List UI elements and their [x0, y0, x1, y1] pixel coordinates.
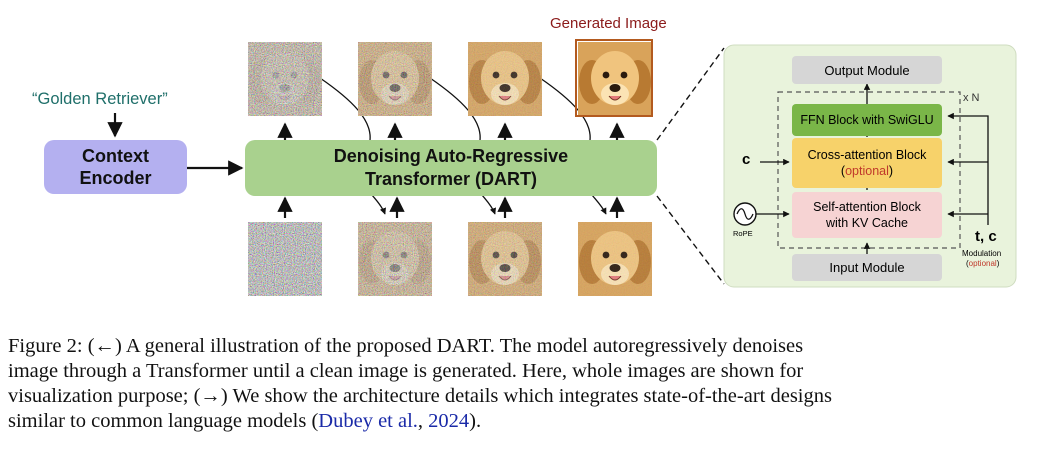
golden-retriever-icon: [358, 222, 432, 296]
repeat-block-region: [777, 91, 961, 249]
caption-line-4-prefix: similar to common language models (: [8, 410, 319, 432]
generated-image-label: Generated Image: [550, 15, 667, 32]
input-module-box: Input Module: [792, 254, 942, 281]
cross-attention-box: Cross-attention Block (optional): [792, 138, 942, 188]
self-attention-label: Self-attention Block: [813, 200, 921, 214]
dart-label-line2: Transformer (DART): [364, 169, 538, 189]
caption-line-1: Figure 2: (←) A general illustration of …: [8, 335, 804, 357]
golden-retriever-icon: [468, 222, 542, 296]
bottom-image-1: [248, 222, 322, 296]
citation-author[interactable]: Dubey et al.: [318, 410, 418, 432]
cross-attention-optional: optional: [845, 164, 889, 178]
citation-year[interactable]: 2024: [428, 410, 470, 432]
self-attention-label-2: with KV Cache: [826, 216, 908, 230]
context-encoder-box: Context Encoder: [44, 140, 187, 194]
bottom-image-3: [468, 222, 542, 296]
cross-attention-optional-wrap: (optional): [840, 164, 894, 178]
rope-label: RoPE: [733, 229, 753, 238]
output-module-box: Output Module: [792, 56, 942, 84]
top-image-1: [248, 42, 322, 116]
caption-line-4: similar to common language models (Dubey…: [8, 409, 1053, 434]
repeat-label: x N: [963, 92, 980, 104]
modulation-optional: optional: [968, 259, 997, 268]
caption-line-3: visualization purpose; (→) We show the a…: [8, 385, 832, 407]
caption-line-2: image through a Transformer until a clea…: [8, 360, 804, 382]
ffn-block-box: FFN Block with SwiGLU: [792, 104, 942, 136]
dart-label-line1: Denoising Auto-Regressive: [333, 146, 569, 166]
dart-to-image-arrows: [277, 122, 625, 140]
top-image-4: [578, 42, 652, 116]
bottom-image-4: [578, 222, 652, 296]
top-image-3: [468, 42, 542, 116]
caption-line-4-suffix: ).: [469, 410, 482, 432]
modulation-label: Modulation: [962, 249, 1002, 258]
ffn-block-label: FFN Block with SwiGLU: [800, 113, 934, 127]
golden-retriever-icon: [578, 42, 652, 116]
figure-caption: Figure 2: (←) A general illustration of …: [8, 334, 1053, 434]
rope-icon: [733, 202, 757, 226]
context-encoder-label: Context Encoder: [79, 146, 152, 188]
prompt-text: “Golden Retriever”: [32, 90, 168, 108]
golden-retriever-icon: [578, 222, 652, 296]
image-to-dart-arrows: [277, 196, 625, 218]
zoom-line-top: [656, 47, 725, 141]
golden-retriever-icon: [358, 42, 432, 116]
autoregressive-connectors: [319, 77, 607, 215]
modulation-optional-wrap: (optional): [966, 259, 1000, 268]
cross-attention-label: Cross-attention Block: [807, 148, 927, 162]
output-module-label: Output Module: [824, 62, 910, 78]
input-module-label: Input Module: [829, 260, 905, 275]
top-image-2: [358, 42, 432, 116]
generated-image-frame: [575, 39, 653, 117]
bottom-image-2: [358, 222, 432, 296]
self-attention-box: Self-attention Block with KV Cache: [792, 192, 942, 238]
golden-retriever-icon: [248, 42, 322, 116]
golden-retriever-icon: [468, 42, 542, 116]
zoom-line-bottom: [656, 195, 725, 285]
modulation-vars: t, c: [975, 228, 997, 245]
cross-input-label: c: [742, 151, 751, 168]
dart-box: Denoising Auto-Regressive Transformer (D…: [245, 140, 657, 196]
citation-separator: ,: [417, 410, 429, 432]
